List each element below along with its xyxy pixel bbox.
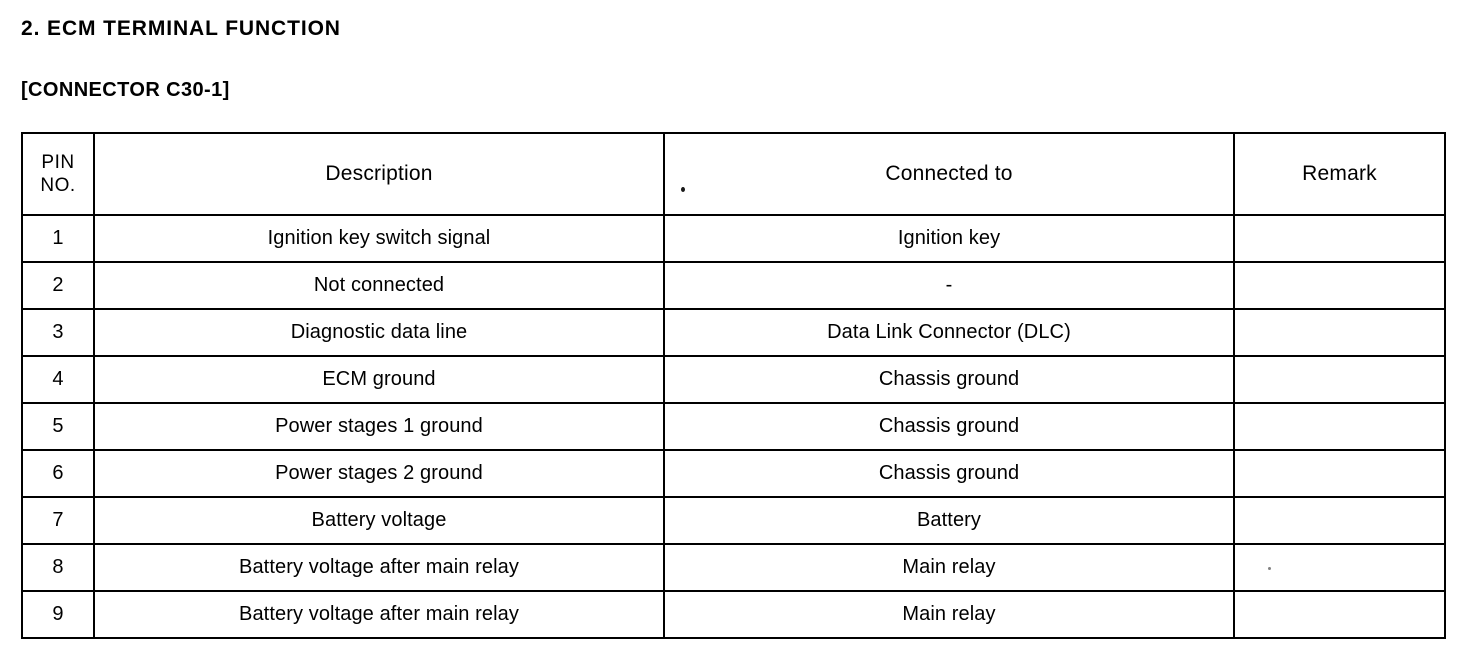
cell-pin-no: 9	[21, 590, 95, 639]
cell-pin-no: 6	[21, 449, 95, 498]
ecm-terminal-table: PIN NO. Description Connected to Remark …	[21, 132, 1446, 639]
column-header-remark: Remark	[1233, 132, 1446, 216]
scan-artifact-speck	[681, 187, 685, 192]
cell-connected-to: Chassis ground	[663, 355, 1235, 404]
ecm-terminal-table-container: PIN NO. Description Connected to Remark …	[21, 132, 1446, 639]
cell-description: Battery voltage	[93, 496, 665, 545]
cell-description: Power stages 2 ground	[93, 449, 665, 498]
cell-pin-no: 4	[21, 355, 95, 404]
cell-pin-no: 2	[21, 261, 95, 310]
cell-description: ECM ground	[93, 355, 665, 404]
cell-description: Ignition key switch signal	[93, 214, 665, 263]
cell-connected-to: Data Link Connector (DLC)	[663, 308, 1235, 357]
cell-remark	[1233, 308, 1446, 357]
column-header-description: Description	[93, 132, 665, 216]
column-header-pin-no: PIN NO.	[21, 132, 95, 216]
column-header-connected-to: Connected to	[663, 132, 1235, 216]
cell-connected-to: Chassis ground	[663, 402, 1235, 451]
cell-connected-to: -	[663, 261, 1235, 310]
table-header-row: PIN NO. Description Connected to Remark	[21, 132, 1446, 216]
cell-remark	[1233, 402, 1446, 451]
cell-remark	[1233, 496, 1446, 545]
cell-connected-to: Ignition key	[663, 214, 1235, 263]
cell-pin-no: 8	[21, 543, 95, 592]
cell-pin-no: 1	[21, 214, 95, 263]
connector-subtitle: [CONNECTOR C30-1]	[21, 79, 230, 101]
page-title: 2. ECM TERMINAL FUNCTION	[21, 17, 341, 40]
cell-description: Battery voltage after main relay	[93, 543, 665, 592]
cell-remark	[1233, 590, 1446, 639]
cell-connected-to: Chassis ground	[663, 449, 1235, 498]
cell-pin-no: 3	[21, 308, 95, 357]
cell-description: Power stages 1 ground	[93, 402, 665, 451]
cell-description: Not connected	[93, 261, 665, 310]
table-header: PIN NO. Description Connected to Remark	[21, 132, 1446, 216]
cell-description: Diagnostic data line	[93, 308, 665, 357]
cell-remark	[1233, 261, 1446, 310]
cell-remark	[1233, 449, 1446, 498]
cell-remark	[1233, 355, 1446, 404]
cell-connected-to: Main relay	[663, 543, 1235, 592]
pin-no-line-2: NO.	[40, 175, 76, 196]
cell-pin-no: 7	[21, 496, 95, 545]
cell-description: Battery voltage after main relay	[93, 590, 665, 639]
cell-connected-to: Battery	[663, 496, 1235, 545]
scan-artifact-speck	[1268, 567, 1271, 570]
pin-no-line-1: PIN	[41, 152, 75, 173]
cell-connected-to: Main relay	[663, 590, 1235, 639]
cell-pin-no: 5	[21, 402, 95, 451]
cell-remark	[1233, 214, 1446, 263]
cell-remark	[1233, 543, 1446, 592]
